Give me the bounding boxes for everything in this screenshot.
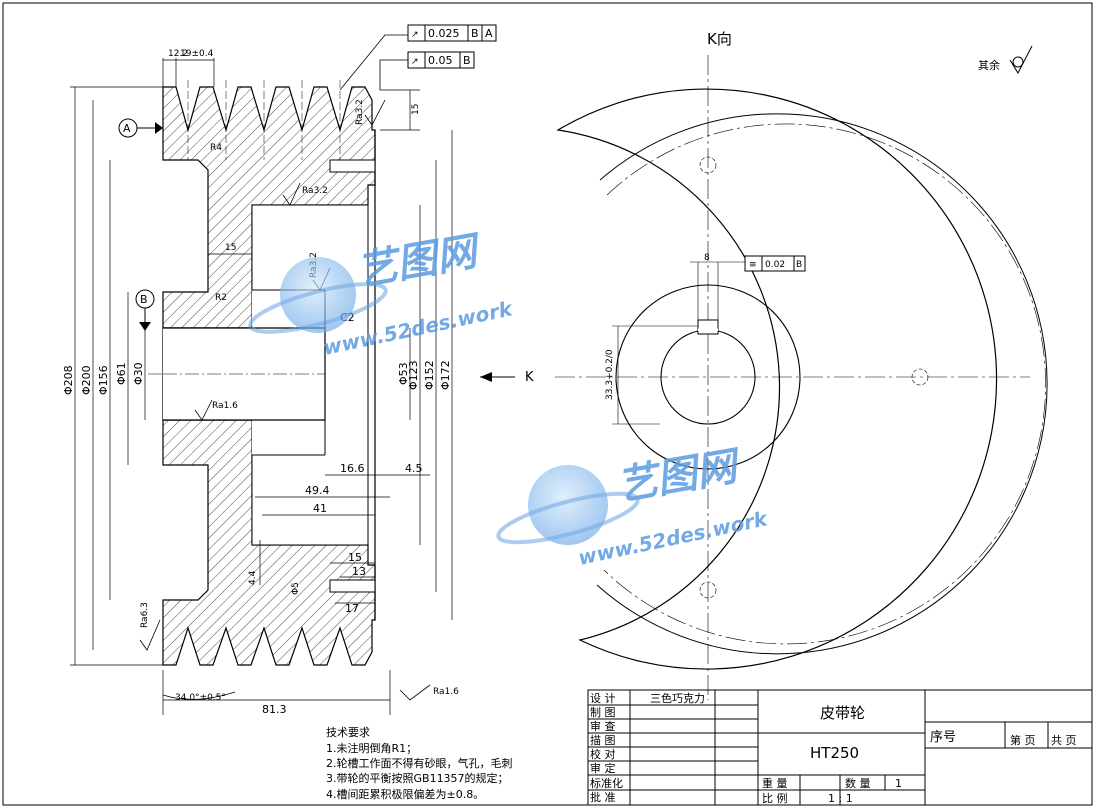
tol-1-ref-b: B — [471, 27, 479, 40]
datum-a-label: A — [123, 122, 131, 135]
tb-row-3: 审 查 — [590, 719, 616, 733]
watermark-2: 艺图网 www.52des.work — [496, 443, 771, 570]
tol-frame-1 — [407, 24, 497, 42]
dim-49-4: 49.4 — [305, 484, 330, 497]
tb-qty-value: 1 — [895, 777, 902, 790]
globe-logo-2 — [528, 465, 608, 545]
dim-d5: Φ5 — [291, 582, 301, 595]
tb-seq-label: 序号 — [930, 730, 956, 745]
hub — [615, 284, 801, 470]
tb-row-8: 批 准 — [590, 790, 616, 804]
tb-material: HT250 — [810, 744, 859, 762]
ra-1: Ra3.2 — [355, 99, 365, 125]
outer-rim — [556, 88, 998, 670]
ra-2: Ra3.2 — [302, 186, 328, 196]
svg-text:↗: ↗ — [411, 30, 419, 40]
dim-d200: Φ200 — [80, 365, 93, 395]
dim-r4: R4 — [210, 143, 222, 153]
tb-scale-label: 比 例 — [762, 791, 788, 805]
dim-d152: Φ152 — [423, 360, 436, 390]
svg-text:↗: ↗ — [411, 57, 419, 67]
dim-4-5: 4.5 — [405, 462, 423, 475]
dim-15b: 15 — [348, 551, 362, 564]
dim-keyh: 33.3+0.2/0 — [605, 349, 615, 400]
dim-13: 13 — [352, 565, 366, 578]
watermark-cn-2: 艺图网 — [614, 443, 746, 510]
tb-row-1: 设 计 — [590, 692, 616, 705]
tb-weight-label: 重 量 — [762, 776, 788, 790]
dim-12: 12.2 — [168, 49, 188, 59]
svg-text:≡: ≡ — [749, 260, 757, 270]
note-2: 2.轮槽工作面不得有砂眼，气孔，毛刺 — [326, 756, 513, 770]
title-block-text: 设 计 制 图 审 查 描 图 校 对 审 定 标准化 批 准 三色巧克力 皮带… — [590, 691, 1077, 805]
section-view: Φ208 Φ200 Φ156 Φ61 Φ30 Φ53 Φ123 Φ152 Φ17… — [62, 24, 534, 801]
dim-d208: Φ208 — [62, 365, 75, 395]
dim-d156: Φ156 — [97, 365, 110, 395]
dim-d123: Φ123 — [407, 360, 420, 390]
view-label: K向 — [707, 30, 732, 48]
tb-qty-label: 数 量 — [845, 777, 871, 790]
dim-angle: 34.0°±0.5° — [175, 693, 226, 703]
tb-row-2: 制 图 — [590, 706, 616, 719]
tb-designer: 三色巧克力 — [650, 691, 705, 705]
dim-19: 19±0.4 — [180, 49, 214, 59]
dim-d61: Φ61 — [115, 362, 128, 385]
ra-6: Ra1.6 — [433, 687, 459, 697]
tol-3-ref: B — [796, 260, 802, 270]
tol-3-value: 0.02 — [765, 260, 785, 270]
k-view: K向 8 ≡ 0.02 B 33.3+0.2/0 — [555, 30, 1048, 700]
tb-row-5: 校 对 — [590, 747, 616, 761]
globe-logo — [280, 257, 356, 333]
surface-note: 其余 — [978, 58, 1000, 72]
tb-scale-value: 1 : 1 — [828, 792, 853, 805]
dim-w15: 15 — [225, 243, 236, 253]
dim-4-4: 4.4 — [248, 570, 258, 585]
dim-d30: Φ30 — [132, 362, 145, 385]
tb-row-7: 标准化 — [590, 776, 623, 790]
note-1: 1.未注明倒角R1； — [326, 741, 417, 755]
tb-row-4: 描 图 — [590, 733, 616, 747]
tb-page-label: 第 页 — [1010, 733, 1036, 747]
dim-16-6: 16.6 — [340, 462, 365, 475]
section-upper — [162, 86, 376, 329]
ra-5: Ra6.3 — [140, 602, 150, 628]
dim-41: 41 — [313, 502, 327, 515]
tb-row-6: 审 定 — [590, 761, 616, 775]
dim-key8: 8 — [704, 253, 710, 263]
dim-17: 17 — [345, 602, 359, 615]
tb-total-label: 共 页 — [1051, 734, 1077, 747]
dim-h15: 15 — [411, 104, 421, 115]
keyway — [697, 319, 719, 335]
tol-frame-3 — [744, 255, 806, 272]
tol-2-ref: B — [463, 54, 471, 67]
tol-2-value: 0.05 — [428, 54, 453, 67]
dim-d172: Φ172 — [439, 360, 452, 390]
tol-1-ref-a: A — [485, 27, 493, 40]
dim-81-3: 81.3 — [262, 703, 287, 716]
k-arrow-label: K — [525, 370, 534, 385]
notes-title: 技术要求 — [326, 726, 370, 739]
dim-d53: Φ53 — [397, 362, 410, 385]
tb-part-name: 皮带轮 — [820, 704, 865, 722]
note-3: 3.带轮的平衡按照GB11357的规定； — [326, 771, 509, 785]
title-block — [587, 689, 1093, 806]
datum-b-label: B — [140, 293, 148, 306]
ra-4: Ra1.6 — [212, 401, 238, 411]
note-4: 4.槽间距累积极限偏差为±0.8。 — [326, 787, 484, 801]
tol-1-value: 0.025 — [428, 27, 460, 40]
dim-r2: R2 — [215, 293, 227, 303]
